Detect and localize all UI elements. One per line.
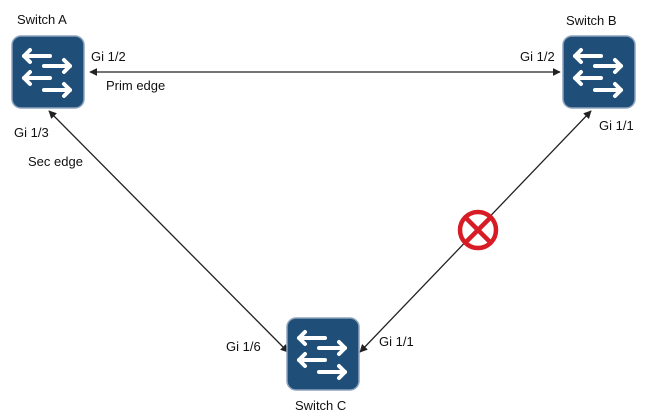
link-a-c [48, 110, 289, 353]
switch-a-name: Switch A [17, 12, 67, 27]
switch-b-name: Switch B [566, 13, 617, 28]
switch-a-icon [11, 35, 85, 109]
switch-b-port-to-a: Gi 1/2 [520, 49, 555, 64]
switch-c-port-to-b: Gi 1/1 [379, 334, 414, 349]
sec-edge-label: Sec edge [28, 154, 83, 169]
switch-a-port-to-b: Gi 1/2 [91, 49, 126, 64]
switch-c-icon [286, 317, 360, 391]
blocked-circle-x-icon [457, 209, 499, 251]
switch-a-port-to-c: Gi 1/3 [14, 125, 49, 140]
switch-b-port-to-c: Gi 1/1 [599, 118, 634, 133]
switch-b-icon [562, 35, 636, 109]
prim-edge-label: Prim edge [106, 78, 166, 93]
switch-c-name: Switch C [295, 398, 347, 413]
switch-c-port-to-a: Gi 1/6 [226, 339, 261, 354]
